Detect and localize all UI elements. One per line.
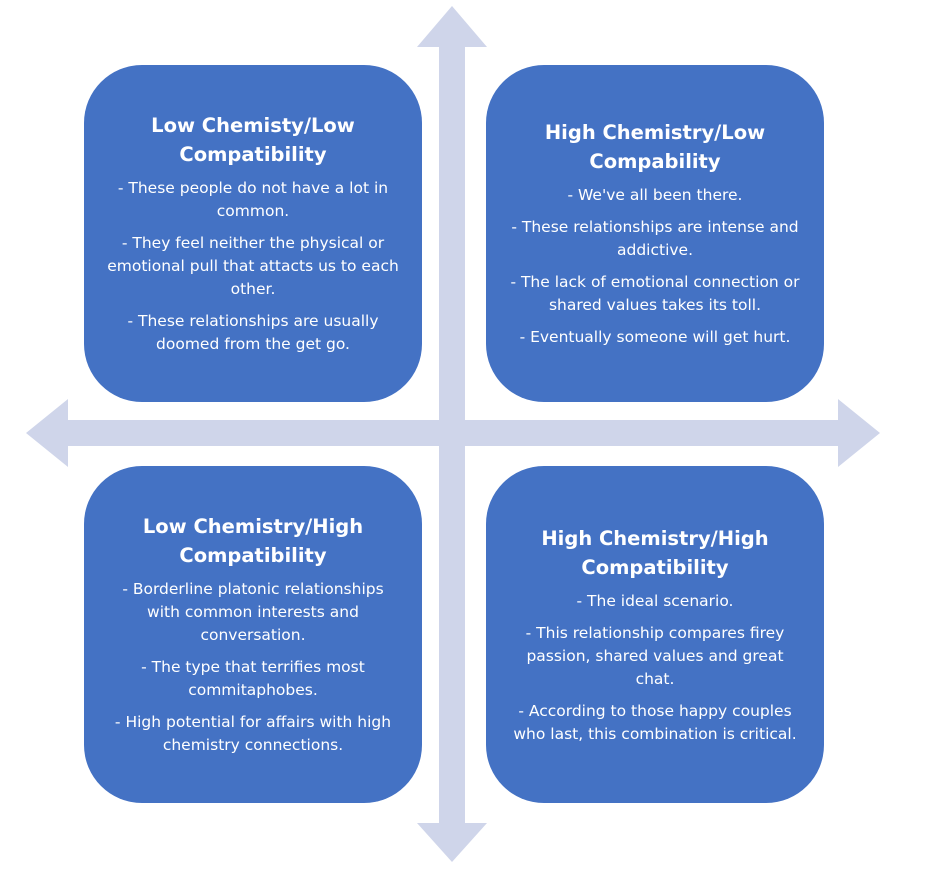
quadrant-point: - High potential for affairs with high c… <box>114 713 392 754</box>
quadrant-low-chemistry-high-compatibility: Low Chemistry/High Compatibility - Borde… <box>84 466 422 803</box>
quadrant-point: - The type that terrifies most commitaph… <box>141 658 365 699</box>
quadrant-point: - We've all been there. <box>567 186 743 204</box>
quadrant-point: - The ideal scenario. <box>576 591 734 610</box>
quadrant-point: - Eventually someone will get hurt. <box>519 328 791 346</box>
quadrant-points: - The ideal scenario. - This relationshi… <box>508 590 802 746</box>
quadrant-high-chemistry-low-compatibility: High Chemistry/Low Compability - We've a… <box>486 65 824 402</box>
quadrant-title: High Chemistry/High Compatibility <box>541 526 769 579</box>
quadrant-title: Low Chemisty/Low Compatibility <box>151 114 355 166</box>
quadrant-point: - They feel neither the physical or emot… <box>107 234 399 298</box>
quadrant-point: - The lack of emotional connection or sh… <box>510 273 800 314</box>
quadrant-point: - These people do not have a lot in comm… <box>117 179 389 220</box>
quadrant-points: - These people do not have a lot in comm… <box>106 177 400 356</box>
quadrant-title: Low Chemistry/High Compatibility <box>142 515 364 567</box>
quadrant-point: - These relationships are usually doomed… <box>127 312 379 353</box>
quadrant-title: High Chemistry/Low Compability <box>544 121 766 173</box>
quadrant-high-chemistry-high-compatibility: High Chemistry/High Compatibility - The … <box>486 466 824 803</box>
quadrant-point: - These relationships are intense and ad… <box>511 218 799 259</box>
quadrant-point: - This relationship compares firey passi… <box>525 623 785 688</box>
horizontal-axis-arrow <box>26 399 880 467</box>
quadrant-point: - Borderline platonic relationships with… <box>122 580 384 644</box>
quadrant-point: - According to those happy couples who l… <box>513 701 797 743</box>
quadrant-points: - We've all been there. - These relation… <box>508 184 802 349</box>
quadrant-low-chemistry-low-compatibility: Low Chemisty/Low Compatibility - These p… <box>84 65 422 402</box>
quadrant-points: - Borderline platonic relationships with… <box>106 578 400 757</box>
